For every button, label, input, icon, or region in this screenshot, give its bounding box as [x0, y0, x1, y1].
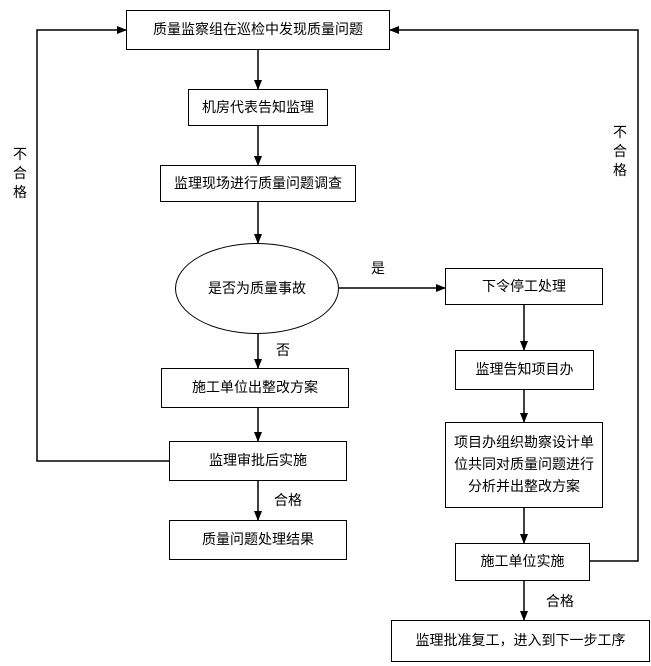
- arrow-fail-loop-left: [36, 26, 169, 462]
- investigate-box: 监理现场进行质量问题调查: [160, 165, 356, 202]
- approve-box: 监理审批后实施: [169, 441, 347, 481]
- contractor-implement-box: 施工单位实施: [455, 543, 590, 581]
- edge-label-pass-left: 合格: [274, 493, 302, 509]
- result-box: 质量问题处理结果: [169, 520, 347, 560]
- edge-label-fail-right: 不合格: [613, 125, 627, 179]
- arrow-fail-loop-right: [389, 26, 639, 562]
- edge-label-pass-right: 合格: [546, 594, 574, 610]
- notify-box: 机房代表告知监理: [188, 89, 328, 126]
- organize-box: 项目办组织勘察设计单位共同对质量问题进行分析并出整改方案: [445, 422, 603, 508]
- decision-ellipse: 是否为质量事故: [175, 243, 339, 334]
- start-box: 质量监察组在巡检中发现质量问题: [126, 10, 390, 50]
- resume-box: 监理批准复工，进入到下一步工序: [391, 620, 650, 662]
- stop-work-box: 下令停工处理: [445, 268, 603, 305]
- notify-office-box: 监理告知项目办: [455, 350, 594, 390]
- edge-label-no: 否: [276, 343, 290, 359]
- edge-label-fail-left: 不合格: [13, 147, 27, 201]
- contractor-plan-box: 施工单位出整改方案: [161, 368, 349, 408]
- edge-label-yes: 是: [371, 261, 385, 277]
